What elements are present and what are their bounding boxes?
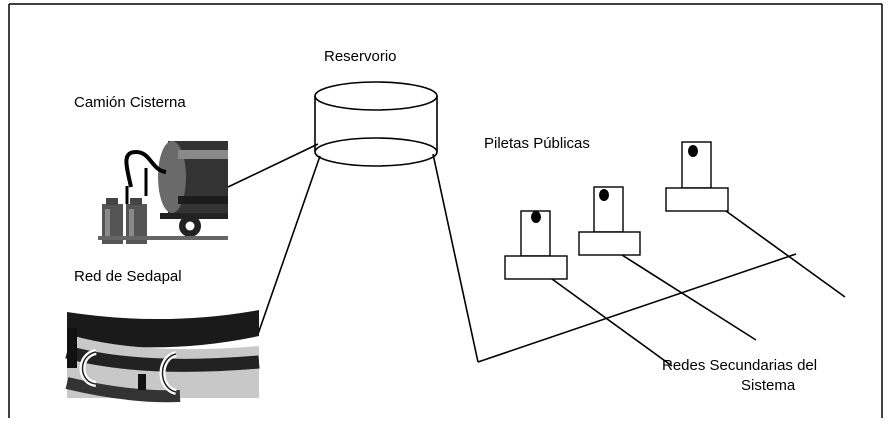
tap2-branch-line <box>621 254 757 341</box>
public-tap-1 <box>504 210 568 280</box>
diagram-frame <box>8 3 883 418</box>
reservoir-label: Reservorio <box>324 48 397 65</box>
public-tap-3 <box>665 141 729 212</box>
tank-truck-illustration <box>98 141 228 244</box>
tap1-branch-line <box>551 278 673 367</box>
secondary-networks-label-line1: Redes Secundarias del <box>662 357 818 374</box>
tank-truck-label: Camión Cisterna <box>74 94 186 111</box>
reservoir-to-secondary-line <box>432 153 479 363</box>
reservoir-tank <box>314 81 438 167</box>
tap3-branch-line <box>725 210 846 298</box>
secondary-trunk-line <box>477 253 797 363</box>
public-taps-label: Piletas Públicas <box>484 135 590 152</box>
sedapal-network-label: Red de Sedapal <box>74 268 182 285</box>
secondary-networks-label-line2: Sistema <box>741 377 796 394</box>
connection-lines <box>227 143 846 367</box>
sedapal-to-reservoir-line <box>256 155 321 338</box>
public-tap-2 <box>578 186 641 256</box>
sedapal-pipe-illustration <box>65 297 260 403</box>
truck-to-reservoir-line <box>227 143 319 188</box>
